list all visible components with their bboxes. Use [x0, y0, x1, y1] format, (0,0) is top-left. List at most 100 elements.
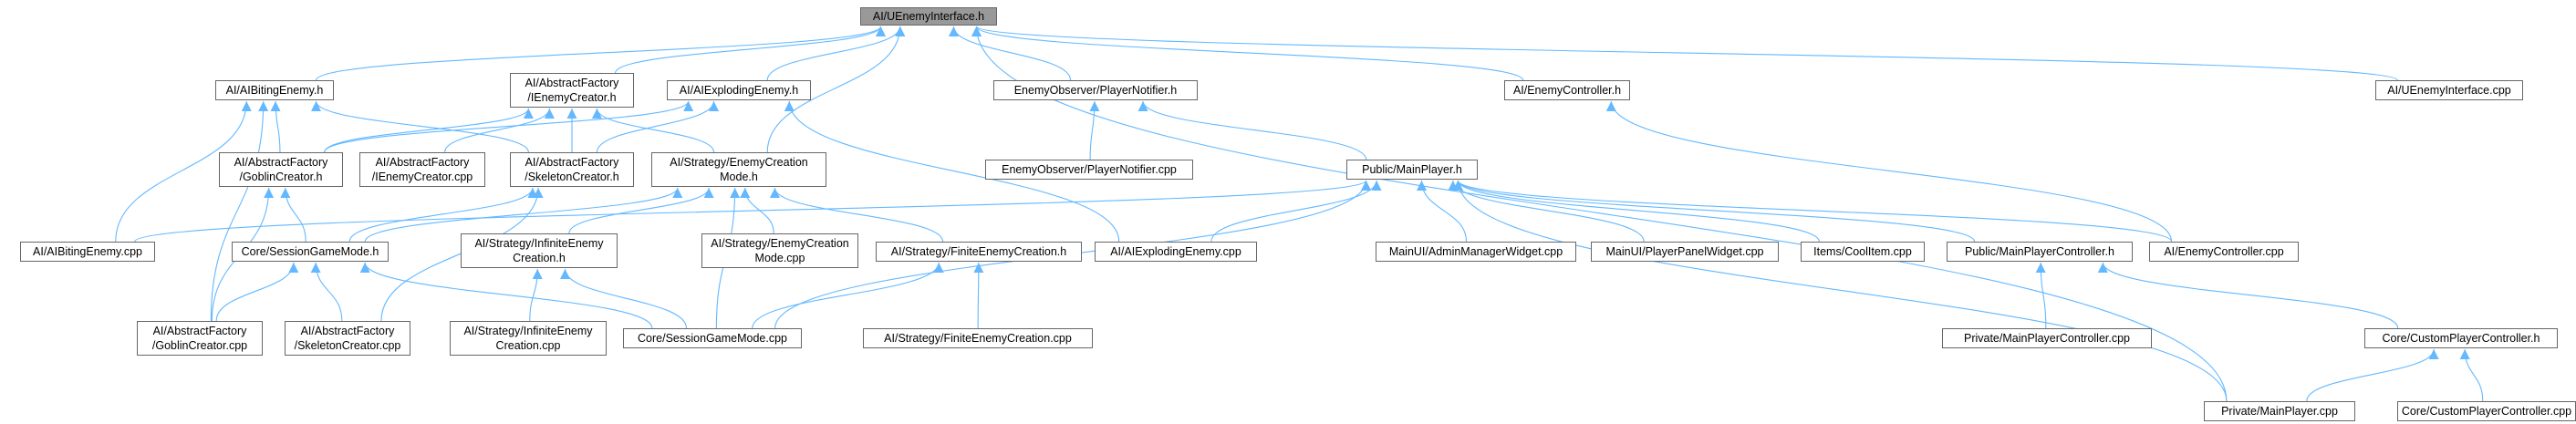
- node-strategy-mode-h[interactable]: AI/Strategy/EnemyCreation Mode.h: [651, 152, 826, 187]
- edge-session-h-to-skeleton-h: [348, 187, 538, 243]
- node-label: Public/MainPlayerController.h: [1965, 245, 2114, 258]
- node-label: AI/AIBitingEnemy.h: [225, 84, 324, 97]
- node-admin-cpp[interactable]: MainUI/AdminManagerWidget.cpp: [1376, 242, 1576, 262]
- edge-finite-cpp-to-finite-h: [973, 262, 984, 329]
- edge-observer-h-to-root: [948, 26, 1072, 81]
- node-controller-cpp[interactable]: AI/EnemyController.cpp: [2149, 242, 2299, 262]
- node-label: AI/Strategy/FiniteEnemyCreation.h: [890, 245, 1067, 258]
- node-label: AI/AbstractFactory /GoblinCreator.cpp: [151, 325, 248, 352]
- node-label: Items/CoolItem.cpp: [1813, 245, 1912, 258]
- node-label: AI/AbstractFactory /SkeletonCreator.cpp: [294, 325, 401, 352]
- node-enemy-creator-h[interactable]: AI/AbstractFactory /IEnemyCreator.h: [510, 73, 634, 108]
- node-label: MainUI/PlayerPanelWidget.cpp: [1605, 245, 1764, 258]
- node-strategy-mode-cpp[interactable]: AI/Strategy/EnemyCreation Mode.cpp: [701, 233, 858, 268]
- edge-exploding-cpp-to-exploding-h: [784, 100, 1120, 243]
- node-mainplayer-cpp[interactable]: Private/MainPlayer.cpp: [2204, 401, 2355, 421]
- node-label: Private/MainPlayerController.cpp: [1963, 332, 2131, 345]
- node-exploding-h[interactable]: AI/AIExplodingEnemy.h: [667, 80, 811, 100]
- node-skeleton-h[interactable]: AI/AbstractFactory /SkeletonCreator.h: [510, 152, 634, 187]
- node-label: AI/AIBitingEnemy.cpp: [33, 245, 142, 258]
- node-root: AI/UEnemyInterface.h: [860, 7, 997, 26]
- node-mpc-h[interactable]: Public/MainPlayerController.h: [1947, 242, 2133, 262]
- node-mpc-cpp[interactable]: Private/MainPlayerController.cpp: [1942, 328, 2152, 348]
- node-cpc-cpp[interactable]: Core/CustomPlayerController.cpp: [2397, 401, 2576, 421]
- node-label: Private/MainPlayer.cpp: [2221, 405, 2338, 418]
- edge-coolitem-cpp-to-mainplayer-h: [1453, 180, 1820, 243]
- edge-mpc-cpp-to-mpc-h: [2035, 262, 2047, 329]
- node-label: Public/MainPlayer.h: [1362, 163, 1462, 176]
- edge-session-cpp-to-infinite-h: [560, 268, 688, 329]
- node-goblin-h[interactable]: AI/AbstractFactory /GoblinCreator.h: [219, 152, 343, 187]
- node-session-cpp[interactable]: Core/SessionGameMode.cpp: [623, 328, 802, 348]
- node-cpc-h[interactable]: Core/CustomPlayerController.h: [2364, 328, 2558, 348]
- edge-exploding-h-to-root: [766, 26, 906, 81]
- node-goblin-cpp[interactable]: AI/AbstractFactory /GoblinCreator.cpp: [137, 321, 263, 356]
- edge-skeleton-h-to-exploding-h: [596, 100, 719, 153]
- edge-admin-cpp-to-mainplayer-h: [1417, 180, 1468, 243]
- node-label: MainUI/AdminManagerWidget.cpp: [1388, 245, 1563, 258]
- edge-skeleton-cpp-to-skeleton-h: [380, 187, 544, 322]
- node-coolitem-cpp[interactable]: Items/CoolItem.cpp: [1801, 242, 1925, 262]
- edge-goblin-cpp-to-biting-h: [210, 100, 269, 322]
- node-label: AI/Strategy/InfiniteEnemy Creation.cpp: [463, 325, 593, 352]
- edge-skeleton-h-to-biting-h: [311, 100, 529, 153]
- edge-interface-cpp-to-root: [971, 26, 2398, 81]
- node-label: AI/AIExplodingEnemy.cpp: [1110, 245, 1241, 258]
- edge-infinite-h-to-strategy-mode-h: [568, 187, 714, 234]
- edge-mainplayer-cpp-to-cpc-h: [2306, 348, 2439, 402]
- node-label: AI/Strategy/EnemyCreation Mode.cpp: [711, 237, 849, 264]
- node-infinite-cpp[interactable]: AI/Strategy/InfiniteEnemy Creation.cpp: [450, 321, 607, 356]
- edge-goblin-cpp-to-session-h: [215, 262, 299, 322]
- node-ienemy-cpp[interactable]: AI/AbstractFactory /IEnemyCreator.cpp: [359, 152, 485, 187]
- node-label: AI/Strategy/InfiniteEnemy Creation.h: [474, 237, 604, 264]
- node-label: Core/SessionGameMode.cpp: [638, 332, 787, 345]
- edge-mpc-h-to-mainplayer-h: [1453, 180, 1976, 243]
- node-label: AI/Strategy/EnemyCreation Mode.h: [670, 156, 808, 183]
- node-label: EnemyObserver/PlayerNotifier.h: [1013, 84, 1178, 97]
- node-label: Core/CustomPlayerController.h: [2382, 332, 2540, 345]
- node-exploding-cpp[interactable]: AI/AIExplodingEnemy.cpp: [1095, 242, 1257, 262]
- edge-strategy-mode-h-to-root: [766, 26, 906, 153]
- edge-ienemy-cpp-to-enemy-creator-h: [444, 108, 555, 153]
- edge-skeleton-cpp-to-session-h: [310, 262, 343, 322]
- node-observer-cpp[interactable]: EnemyObserver/PlayerNotifier.cpp: [985, 160, 1193, 180]
- node-interface-cpp[interactable]: AI/UEnemyInterface.cpp: [2375, 80, 2523, 100]
- edge-cpc-h-to-mpc-h: [2097, 262, 2399, 329]
- edge-goblin-h-to-exploding-h: [324, 100, 694, 153]
- node-controller-h[interactable]: AI/EnemyController.h: [1504, 80, 1630, 100]
- edge-exploding-cpp-to-mainplayer-h: [1210, 180, 1382, 243]
- edge-cpc-cpp-to-cpc-h: [2459, 348, 2484, 402]
- edge-biting-cpp-to-mainplayer-h: [134, 180, 1371, 243]
- node-observer-h[interactable]: EnemyObserver/PlayerNotifier.h: [993, 80, 1198, 100]
- edge-controller-h-to-root: [971, 26, 1524, 81]
- node-infinite-h[interactable]: AI/Strategy/InfiniteEnemy Creation.h: [461, 233, 618, 268]
- node-label: EnemyObserver/PlayerNotifier.cpp: [1002, 163, 1177, 176]
- node-finite-cpp[interactable]: AI/Strategy/FiniteEnemyCreation.cpp: [863, 328, 1093, 348]
- node-biting-cpp[interactable]: AI/AIBitingEnemy.cpp: [20, 242, 155, 262]
- node-finite-h[interactable]: AI/Strategy/FiniteEnemyCreation.h: [876, 242, 1082, 262]
- edge-infinite-cpp-to-infinite-h: [529, 268, 543, 322]
- node-label: Core/SessionGameMode.h: [241, 245, 379, 258]
- edge-controller-cpp-to-controller-h: [1605, 100, 2173, 243]
- node-mainplayer-h[interactable]: Public/MainPlayer.h: [1346, 160, 1478, 180]
- node-label: AI/AbstractFactory /IEnemyCreator.h: [525, 77, 619, 104]
- node-skeleton-cpp[interactable]: AI/AbstractFactory /SkeletonCreator.cpp: [285, 321, 410, 356]
- edge-session-h-to-goblin-h: [280, 187, 306, 243]
- edge-strategy-mode-h-to-enemy-creator-h: [592, 108, 715, 153]
- edge-biting-h-to-root: [315, 26, 886, 81]
- edge-observer-cpp-to-observer-h: [1089, 100, 1100, 160]
- node-label: AI/Strategy/FiniteEnemyCreation.cpp: [884, 332, 1072, 345]
- node-biting-h[interactable]: AI/AIBitingEnemy.h: [215, 80, 334, 100]
- edge-biting-cpp-to-biting-h: [115, 100, 252, 243]
- node-label: AI/AbstractFactory /SkeletonCreator.h: [525, 156, 619, 183]
- edge-finite-h-to-strategy-mode-h: [770, 187, 944, 243]
- node-panel-cpp[interactable]: MainUI/PlayerPanelWidget.cpp: [1591, 242, 1779, 262]
- node-label: AI/UEnemyInterface.h: [872, 10, 985, 23]
- node-session-h[interactable]: Core/SessionGameMode.h: [232, 242, 389, 262]
- edge-session-h-to-strategy-mode-h: [364, 187, 683, 243]
- node-label: AI/AIExplodingEnemy.h: [679, 84, 799, 97]
- edge-goblin-h-to-biting-h: [270, 100, 281, 153]
- edge-goblin-h-to-enemy-creator-h: [324, 108, 534, 153]
